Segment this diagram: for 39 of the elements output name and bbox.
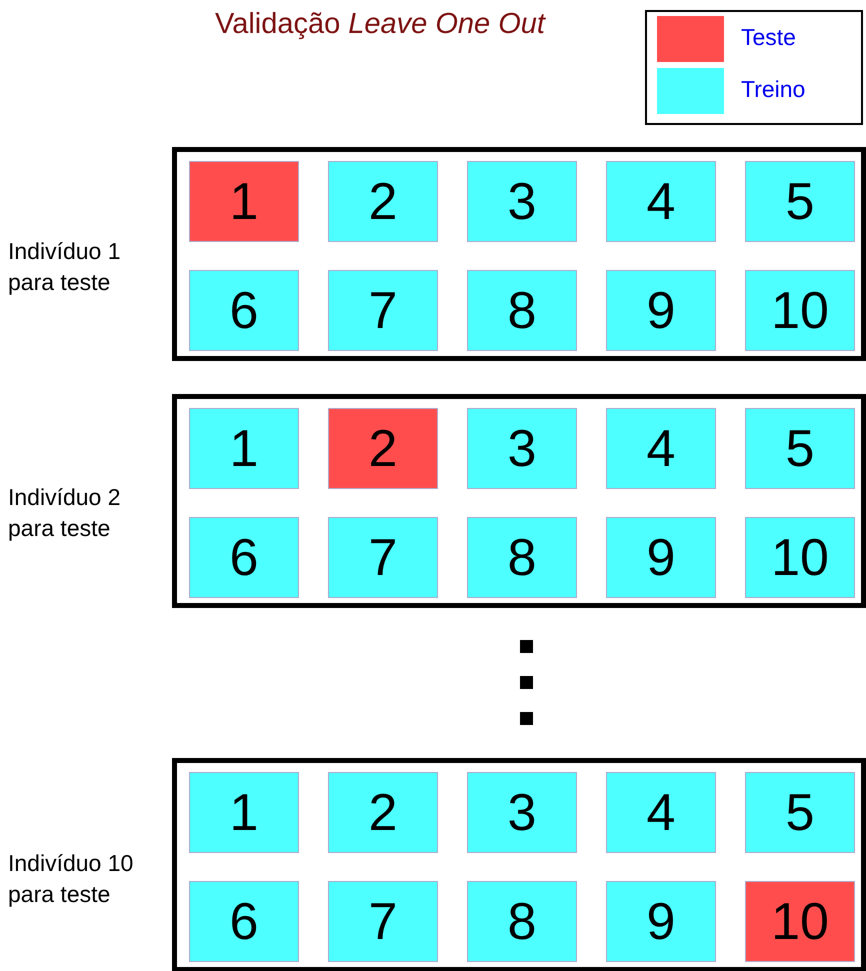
sample-box: 2 [328, 772, 438, 853]
sample-box: 9 [606, 270, 716, 351]
legend-label: Treino [741, 76, 806, 103]
sample-box: 10 [745, 270, 855, 351]
sample-box: 3 [467, 161, 577, 242]
side-label: Indivíduo 10 para teste [8, 849, 134, 909]
fold-panel [172, 147, 866, 361]
sample-box: 4 [606, 772, 716, 853]
sample-box: 8 [467, 881, 577, 962]
sample-box: 9 [606, 517, 716, 598]
sample-box: 2 [328, 408, 438, 489]
side-label: Indivíduo 1 para teste [8, 237, 122, 297]
sample-box: 2 [328, 161, 438, 242]
sample-box: 8 [467, 270, 577, 351]
sample-box: 5 [745, 161, 855, 242]
sample-box: 10 [745, 881, 855, 962]
side-label: Indivíduo 2 para teste [8, 483, 122, 543]
sample-box: 6 [189, 517, 299, 598]
sample-box: 1 [189, 161, 299, 242]
fold-panel [172, 758, 866, 971]
sample-box: 5 [745, 772, 855, 853]
sample-box: 6 [189, 270, 299, 351]
sample-box: 6 [189, 881, 299, 962]
sample-box: 8 [467, 517, 577, 598]
sample-box: 3 [467, 772, 577, 853]
sample-box: 10 [745, 517, 855, 598]
sample-box: 4 [606, 408, 716, 489]
sample-box: 1 [189, 772, 299, 853]
sample-box: 5 [745, 408, 855, 489]
sample-box: 7 [328, 270, 438, 351]
sample-box: 3 [467, 408, 577, 489]
fold-panel [172, 394, 866, 608]
legend-label: Teste [741, 24, 796, 51]
title: Validação Leave One Out [215, 8, 545, 41]
sample-box: 1 [189, 408, 299, 489]
sample-box: 7 [328, 517, 438, 598]
sample-box: 7 [328, 881, 438, 962]
sample-box: 9 [606, 881, 716, 962]
sample-box: 4 [606, 161, 716, 242]
